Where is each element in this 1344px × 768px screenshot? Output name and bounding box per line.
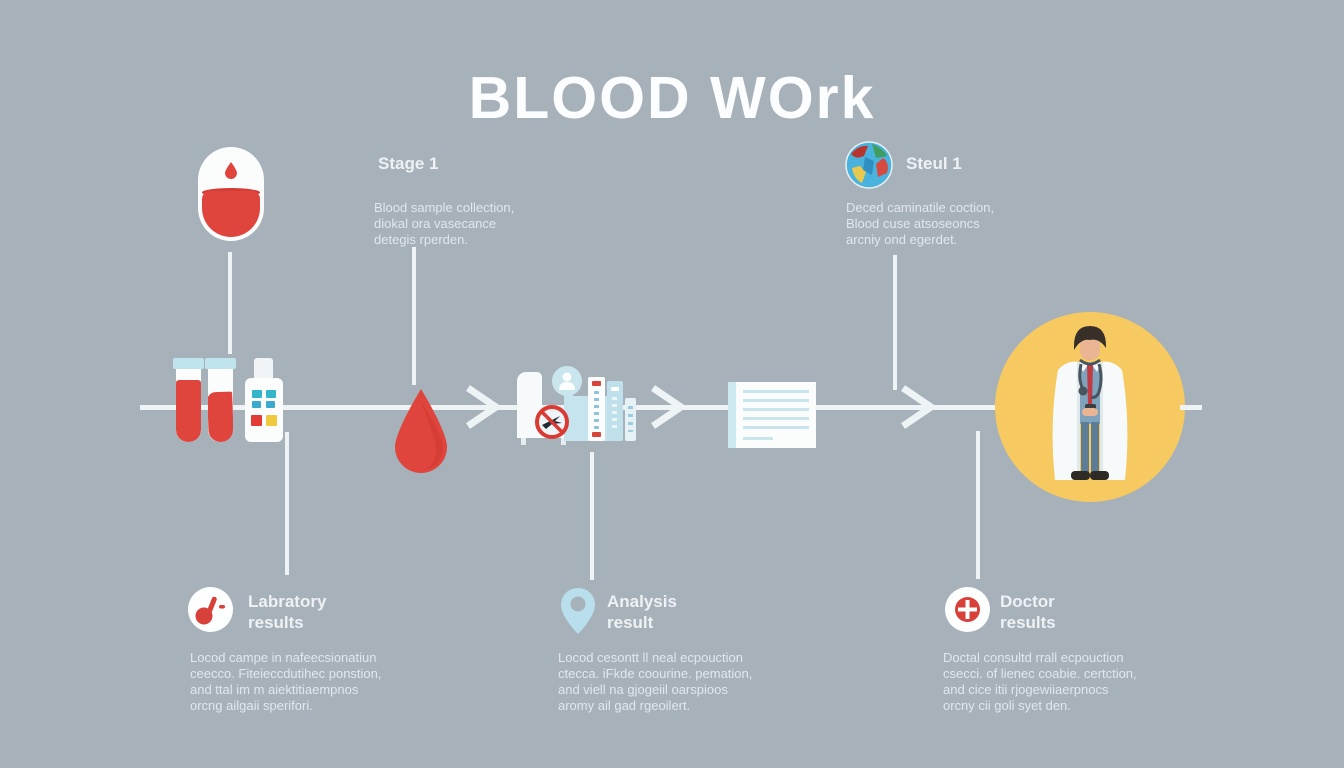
book-mark: [592, 381, 601, 386]
tube-cap: [173, 358, 204, 369]
tube-fill: [176, 380, 201, 442]
document-page: [736, 382, 816, 448]
book-text: [594, 391, 599, 429]
chair-leg: [561, 438, 566, 445]
lab-results-heading: Labratory results: [248, 592, 327, 632]
map-pin-icon: [561, 588, 595, 634]
book-text: [628, 406, 633, 432]
test-tube: [208, 362, 233, 442]
doctor-figure: [1052, 326, 1128, 480]
arrow-icon: [901, 385, 938, 429]
vial-icon: [245, 378, 283, 442]
blood-drop-glyph: [225, 162, 237, 179]
prohibition-icon: [535, 405, 569, 439]
vial-cap: [254, 358, 273, 382]
connector-line: [228, 252, 232, 354]
blood-bag-icon: [198, 147, 264, 241]
vial-label-square: [252, 401, 261, 408]
medical-cross-glyph: [955, 597, 980, 622]
test-tube: [176, 362, 201, 442]
analysis-body: Locod cesontt ll neal ecpouction ctecca.…: [558, 650, 753, 713]
stage1-heading: Stage 1: [378, 154, 439, 173]
book-mark: [611, 387, 619, 391]
vial-label-square: [251, 415, 262, 426]
connector-line: [893, 255, 897, 390]
test-tubes-icon: [172, 354, 290, 446]
globe-icon: [845, 141, 893, 189]
document-icon: [728, 382, 816, 448]
connector-line: [590, 452, 594, 580]
medical-cross-icon: [945, 587, 990, 632]
doctor-results-heading: Doctor results: [1000, 592, 1056, 632]
timeline-line: [140, 405, 1200, 410]
book-mark: [592, 432, 601, 437]
timeline-end-segment: [1180, 405, 1202, 410]
connector-line: [285, 432, 289, 575]
arrow-icon: [651, 385, 688, 429]
document-text-lines: [743, 390, 809, 432]
chair-leg: [521, 438, 526, 445]
step1-body: Deced caminatile coction, Blood cuse ats…: [846, 200, 995, 247]
page-title: BLOOD WOrk: [468, 65, 876, 131]
books-icon: [607, 381, 623, 441]
vial-label-square: [266, 401, 275, 408]
document-spine: [728, 382, 736, 448]
step1-heading: Steul 1: [906, 154, 962, 173]
lab-scene: [505, 365, 645, 451]
doctor-illustration: [995, 312, 1185, 502]
vial-label-square: [266, 415, 277, 426]
lab-dropper-glyph: [195, 596, 225, 625]
vial-label-square: [252, 390, 262, 398]
stage1-body: Blood sample collection, diokal ora vase…: [374, 200, 515, 247]
doctor-results-body: Doctal consultd rrall ecpouction csecci.…: [943, 650, 1137, 713]
person-circle-icon: [552, 366, 582, 396]
book-text: [612, 397, 617, 431]
analysis-heading: Analysis result: [607, 592, 677, 632]
document-text-lines: [743, 437, 773, 440]
books-icon: [625, 398, 636, 441]
blood-drop-icon: [395, 389, 447, 473]
blood-bag-fill: [202, 190, 260, 237]
books-icon: [588, 377, 605, 441]
tube-fill: [208, 391, 233, 442]
tube-cap: [205, 358, 236, 369]
connector-line: [976, 431, 980, 579]
arrow-icon: [466, 385, 503, 429]
lab-dropper-icon: [188, 587, 233, 632]
lab-results-body: Locod campe in nafeecsionatiun ceecco. F…: [190, 650, 382, 713]
vial-label-square: [266, 390, 276, 398]
connector-line: [412, 247, 416, 385]
